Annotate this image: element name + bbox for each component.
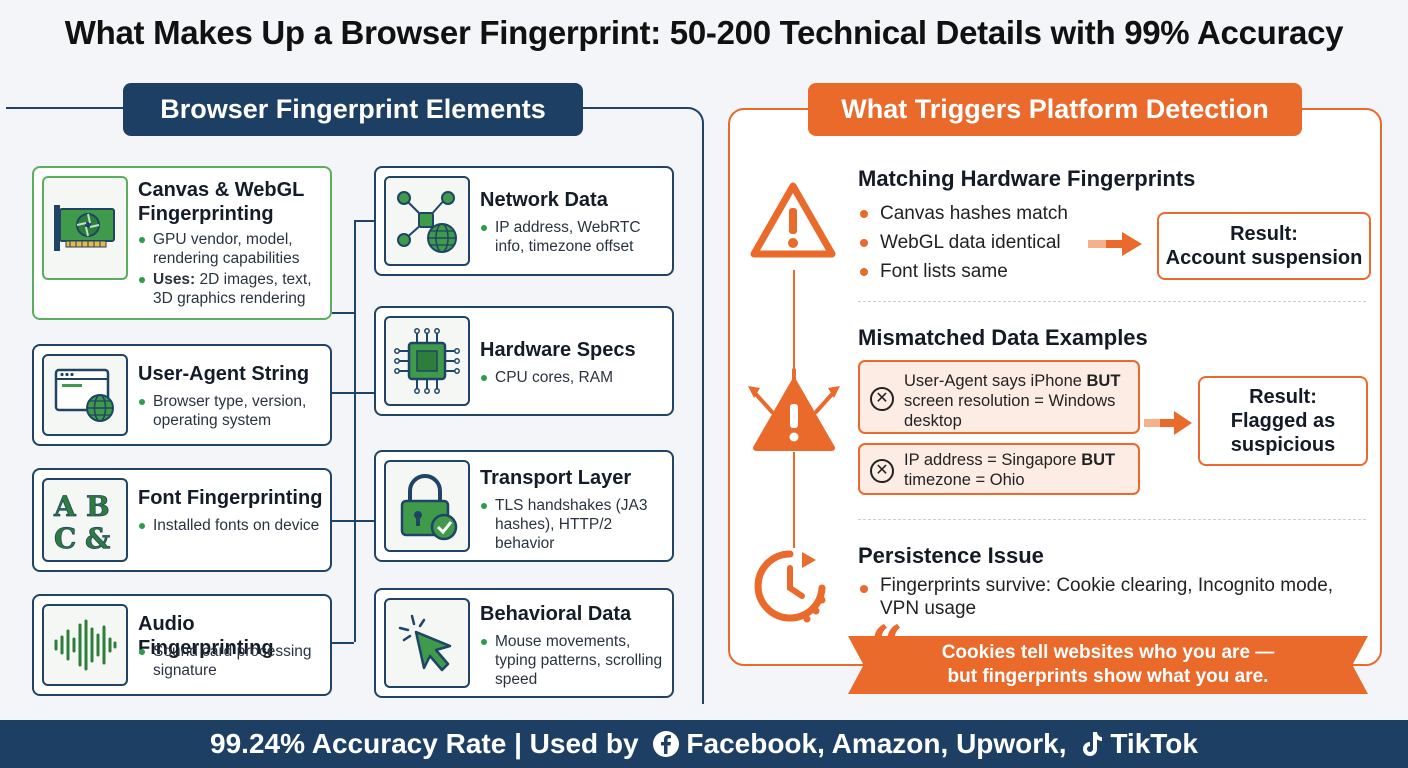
- mismatched-section-title: Mismatched Data Examples: [858, 325, 1148, 350]
- quote-banner: Cookies tell websites who you are — but …: [848, 636, 1368, 694]
- svg-text:A: A: [53, 490, 77, 523]
- mismatch-example-box: ✕ IP address = Singapore BUT timezone = …: [858, 443, 1140, 495]
- font-fingerprinting-card: A B C & Font Fingerprinting Installed fo…: [32, 468, 332, 572]
- section-divider: [858, 519, 1366, 520]
- card-bullets: Browser type, version, operating system: [138, 392, 328, 432]
- connector-line: [793, 270, 795, 370]
- card-bullets: Installed fonts on device: [138, 516, 328, 537]
- card-title: Behavioral Data: [480, 603, 632, 625]
- section-divider: [858, 301, 1366, 302]
- card-bullets: Sound card processing signature: [138, 642, 328, 682]
- quote-close-mark: ”: [1318, 663, 1352, 731]
- card-title: Transport Layer: [480, 467, 632, 489]
- sound-wave-icon: [42, 604, 128, 686]
- connector-line: [354, 558, 356, 642]
- cursor-click-icon: [384, 598, 470, 688]
- card-title: Font Fingerprinting: [138, 487, 323, 509]
- connector-line: [332, 312, 354, 314]
- cpu-chip-icon: [384, 316, 470, 406]
- result-flagged-suspicious: Result: Flagged as suspicious: [1198, 376, 1368, 466]
- x-circle-icon: ✕: [870, 387, 894, 411]
- svg-text:&: &: [85, 522, 110, 552]
- footer-tiktok-text: TikTok: [1110, 728, 1198, 759]
- card-bullets: TLS handshakes (JA3 hashes), HTTP/2 beha…: [480, 496, 670, 555]
- audio-fingerprinting-card: Audio Fingerprinting Sound card processi…: [32, 594, 332, 696]
- network-data-card: Network Data IP address, WebRTC info, ti…: [374, 166, 674, 276]
- x-circle-icon: ✕: [870, 459, 894, 483]
- card-title: Canvas & WebGL Fingerprinting: [138, 179, 305, 225]
- card-bullets: GPU vendor, model, rendering capabilitie…: [138, 230, 328, 310]
- behavioral-data-card: Behavioral Data Mouse movements, typing …: [374, 588, 674, 698]
- arrow-right-icon: [1088, 230, 1144, 263]
- card-bullets: CPU cores, RAM: [480, 368, 670, 389]
- svg-text:B: B: [86, 490, 110, 523]
- svg-text:C: C: [54, 522, 76, 552]
- footer-accuracy-text: 99.24% Accuracy Rate | Used by: [210, 728, 647, 759]
- footer-bar: 99.24% Accuracy Rate | Used by Facebook,…: [0, 720, 1408, 768]
- connector-line: [332, 392, 374, 394]
- card-title: Audio Fingerprinting: [138, 613, 274, 659]
- font-letters-icon: A B C &: [42, 478, 128, 562]
- result-account-suspension: Result: Account suspension: [1157, 212, 1371, 280]
- browser-globe-icon: [42, 354, 128, 436]
- page-title: What Makes Up a Browser Fingerprint: 50-…: [64, 14, 1344, 51]
- connector-line: [354, 220, 374, 222]
- matching-section-title: Matching Hardware Fingerprints: [858, 166, 1196, 191]
- card-bullets: Mouse movements, typing patterns, scroll…: [480, 632, 670, 691]
- facebook-icon: [652, 730, 680, 758]
- persistence-section-title: Persistence Issue: [858, 543, 1044, 568]
- hardware-specs-card: Hardware Specs CPU cores, RAM: [374, 306, 674, 416]
- matching-list: Canvas hashes match WebGL data identical…: [858, 199, 1068, 286]
- gpu-card-icon: [42, 176, 128, 280]
- quote-open-mark: “: [870, 613, 904, 681]
- card-bullets: IP address, WebRTC info, timezone offset: [480, 218, 670, 258]
- connector-line: [354, 220, 374, 560]
- left-panel-header: Browser Fingerprint Elements: [123, 83, 583, 136]
- alert-arrows-icon: [744, 368, 844, 459]
- canvas-webgl-card: Canvas & WebGL Fingerprinting GPU vendor…: [32, 166, 332, 320]
- footer-platforms-text: Facebook, Amazon, Upwork,: [686, 728, 1075, 759]
- connector-line: [332, 642, 354, 644]
- arrow-right-icon: [1144, 409, 1194, 442]
- mismatch-example-box: ✕ User-Agent says iPhone BUT screen reso…: [858, 360, 1140, 434]
- tiktok-icon: [1080, 730, 1104, 758]
- transport-layer-card: Transport Layer TLS handshakes (JA3 hash…: [374, 450, 674, 562]
- connector-line: [793, 452, 795, 548]
- clock-refresh-icon: [750, 546, 834, 635]
- user-agent-card: User-Agent String Browser type, version,…: [32, 344, 332, 446]
- connector-line: [332, 520, 374, 522]
- card-title: Hardware Specs: [480, 339, 636, 361]
- card-title: User-Agent String: [138, 363, 310, 385]
- card-title: Network Data: [480, 189, 608, 211]
- right-panel-header: What Triggers Platform Detection: [808, 83, 1302, 136]
- network-globe-icon: [384, 176, 470, 266]
- persistence-list: Fingerprints survive: Cookie clearing, I…: [858, 574, 1366, 620]
- padlock-check-icon: [384, 460, 470, 552]
- warning-triangle-icon: [748, 180, 838, 265]
